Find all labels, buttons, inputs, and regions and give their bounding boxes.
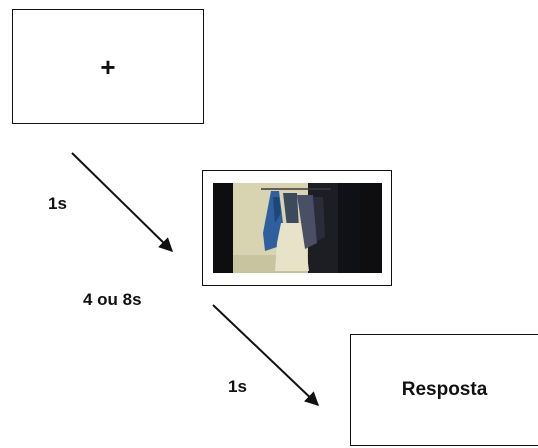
response-screen: Resposta [350,334,538,446]
clothes-photo-graphic [213,183,382,273]
clothes-on-rack-photo [213,183,382,273]
arrow-stimulus-to-response [212,304,320,406]
stimulus-screen [202,170,392,286]
duration-label-response: 1s [228,377,247,396]
fixation-screen: + [12,9,204,124]
duration-label-stimulus: 4 ou 8s [83,290,142,309]
arrow-fixation-to-stimulus [71,152,173,252]
fixation-cross: + [100,51,116,82]
response-label: Resposta [401,379,488,400]
duration-label-fixation: 1s [48,194,67,213]
